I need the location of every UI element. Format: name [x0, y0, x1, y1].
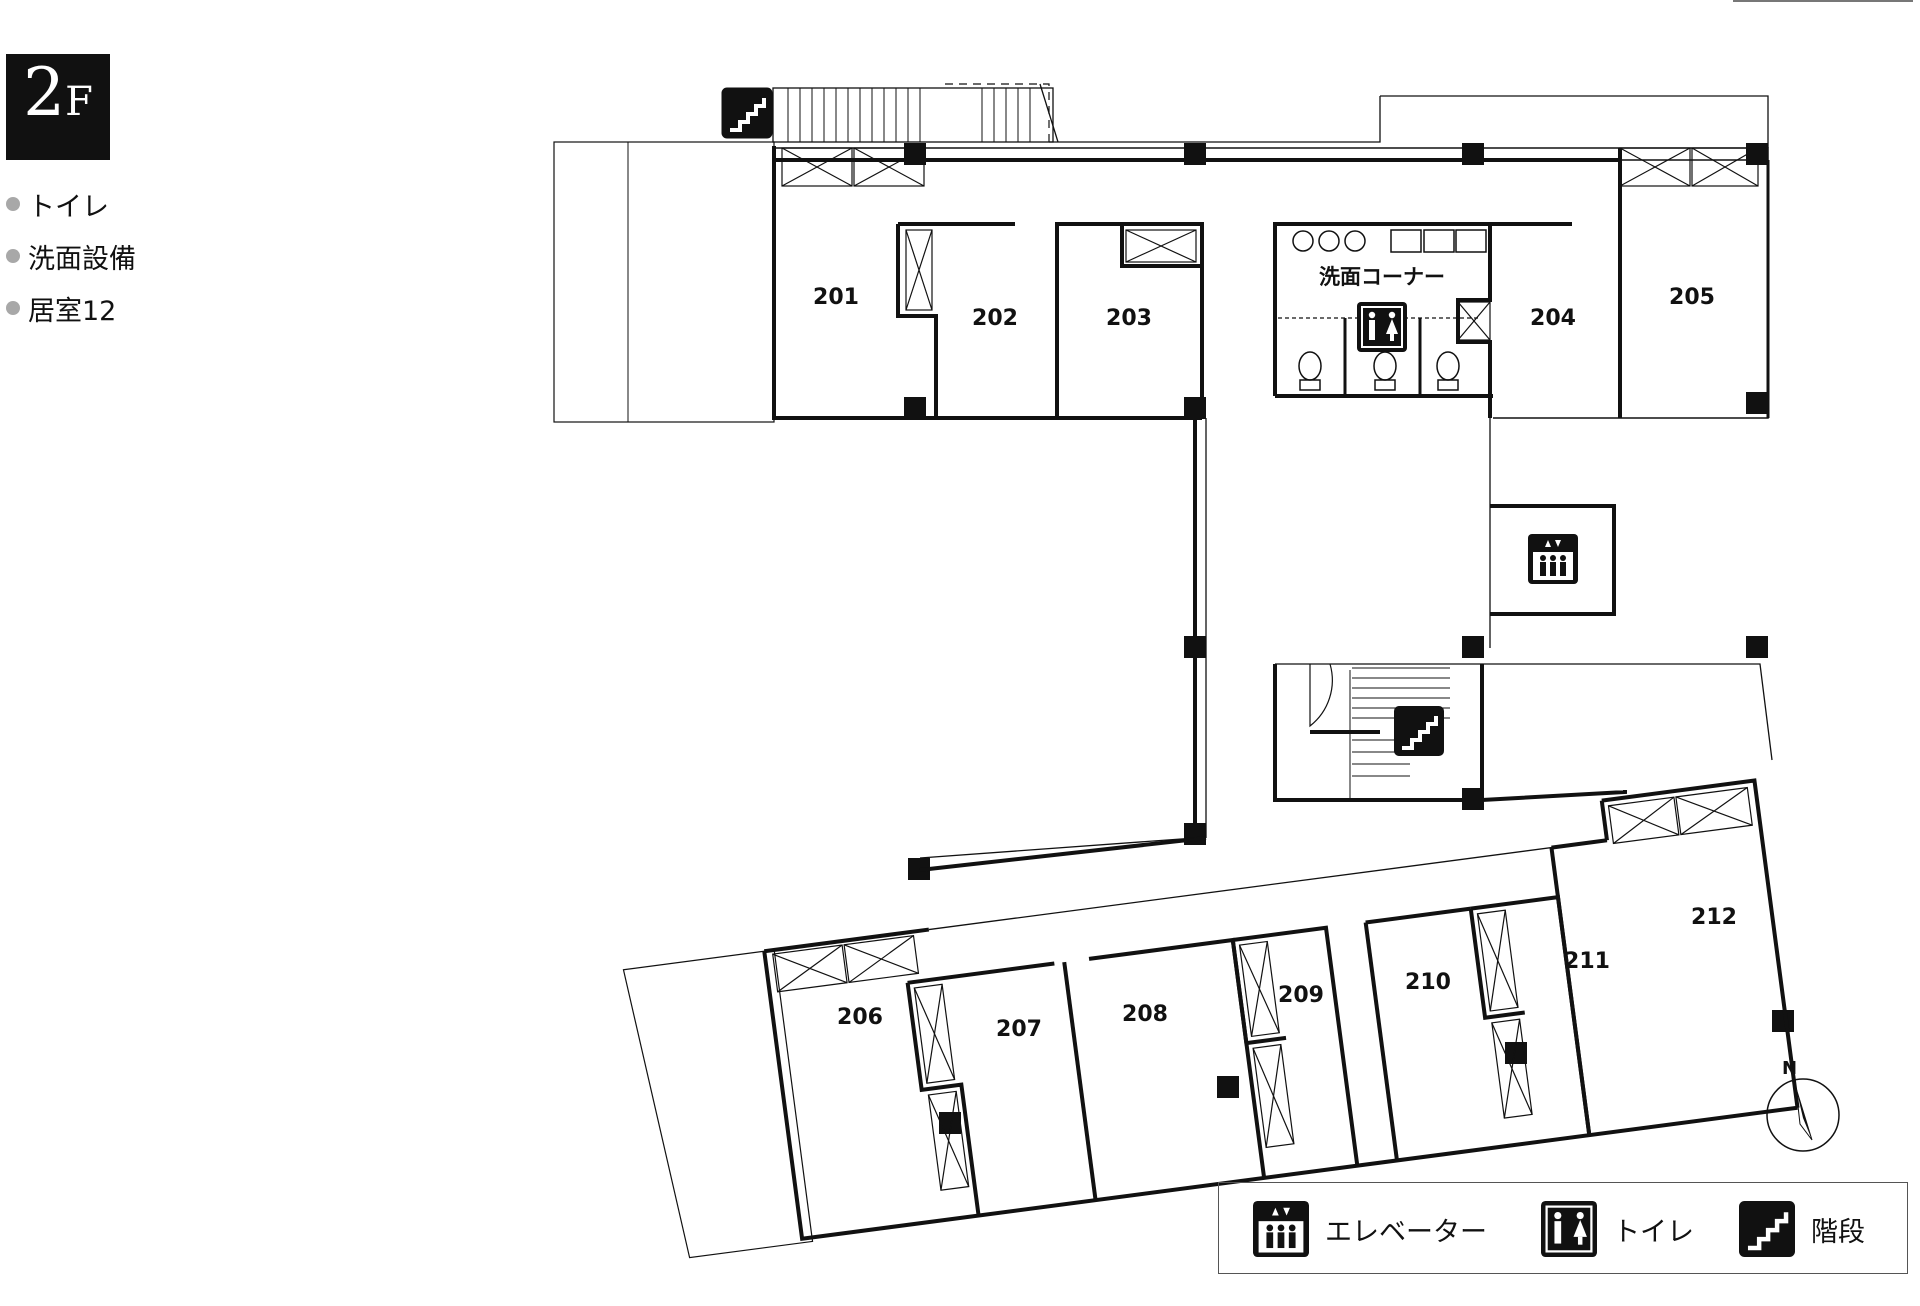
room-204-label: 204 — [1530, 306, 1576, 331]
feature-item: 居室12 — [6, 282, 136, 334]
floor-unit: F — [65, 79, 93, 125]
room-203-label: 203 — [1106, 306, 1152, 331]
legend-item-toilet: トイレ — [1541, 1201, 1694, 1257]
elevator-icon — [1528, 534, 1578, 584]
bullet-icon — [6, 197, 20, 211]
top-staircase — [720, 83, 1059, 143]
room-207-label: 207 — [996, 1017, 1042, 1042]
rooms-201-203 — [896, 222, 1204, 418]
feature-label: トイレ — [28, 191, 109, 223]
balcony-south — [622, 949, 814, 1259]
bullet-icon — [6, 249, 20, 263]
room-210-label: 210 — [1405, 970, 1451, 995]
closets-upper — [781, 147, 1759, 341]
room-212-label: 212 — [1691, 905, 1737, 930]
structural-columns — [904, 143, 1794, 1134]
feature-list: トイレ 洗面設備 居室12 — [6, 178, 136, 334]
feature-label: 洗面設備 — [28, 243, 136, 275]
compass-north-label: N — [1782, 1058, 1797, 1079]
bullet-icon — [6, 301, 20, 315]
toilet-icon — [1541, 1201, 1597, 1257]
lower-wing — [622, 778, 1800, 1259]
balcony-west — [553, 141, 775, 423]
room-211-label: 211 — [1564, 949, 1610, 974]
top-rule — [1733, 0, 1913, 2]
legend-label: トイレ — [1613, 1216, 1694, 1248]
room-208-label: 208 — [1122, 1002, 1168, 1027]
room-206-label: 206 — [837, 1005, 883, 1030]
room-205-label: 205 — [1669, 285, 1715, 310]
floor-number: 2 — [23, 54, 66, 131]
stairs-icon — [1739, 1201, 1795, 1257]
washroom-label: 洗面コーナー — [1319, 265, 1445, 289]
legend-label: エレベーター — [1325, 1216, 1487, 1248]
feature-label: 居室12 — [28, 295, 117, 327]
feature-item: トイレ — [6, 178, 136, 230]
legend-item-stairs: 階段 — [1739, 1201, 1865, 1257]
compass: N — [1766, 1058, 1840, 1152]
floor-badge: 2 F — [6, 54, 110, 160]
legend: エレベーター トイレ 階段 — [1218, 1182, 1908, 1274]
stairs-icon — [1392, 704, 1446, 758]
legend-label: 階段 — [1811, 1216, 1865, 1248]
stairs-icon — [720, 86, 774, 140]
room-201-label: 201 — [813, 285, 859, 310]
elevator-icon — [1253, 1201, 1309, 1257]
legend-item-elevator: エレベーター — [1253, 1201, 1487, 1257]
room-209-label: 209 — [1278, 983, 1324, 1008]
toilet-icon — [1357, 302, 1407, 352]
room-202-label: 202 — [972, 306, 1018, 331]
room-labels: 201 202 203 204 205 206 207 208 209 210 … — [813, 285, 1737, 1042]
central-core — [919, 418, 1773, 872]
feature-item: 洗面設備 — [6, 230, 136, 282]
rooms-204-205 — [1273, 148, 1622, 418]
